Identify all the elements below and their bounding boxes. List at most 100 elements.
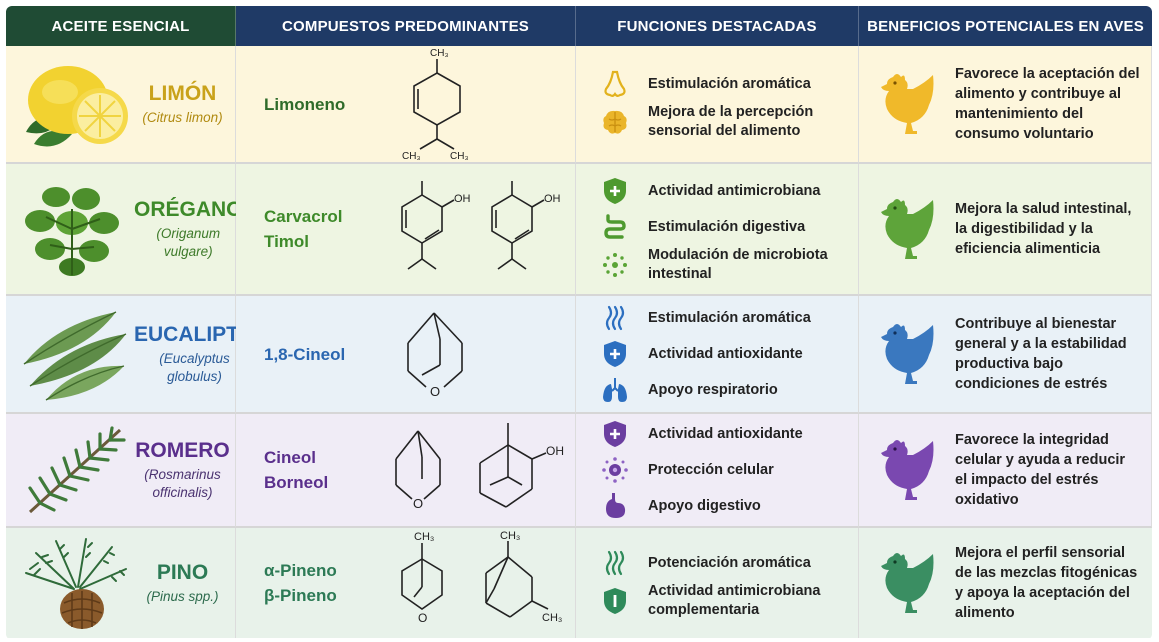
header-essential-oil: ACEITE ESENCIAL bbox=[6, 6, 236, 46]
hydroxyl-label: OH bbox=[544, 193, 561, 205]
oil-scientific-name: (Pinus spp.) bbox=[146, 588, 219, 604]
row-romero-compounds: Cineol Borneol bbox=[236, 414, 576, 528]
compound-list: α-Pineno β-Pineno bbox=[264, 558, 382, 608]
oil-scientific-name: (Eucalyptus globulus) bbox=[159, 350, 230, 384]
compound-name: Timol bbox=[264, 232, 310, 251]
function-item: Estimulación aromática bbox=[600, 67, 858, 101]
methyl-label: CH₃ bbox=[500, 530, 520, 542]
compound-name: β-Pineno bbox=[264, 586, 337, 605]
nose-icon bbox=[604, 70, 626, 97]
methyl-label: CH₃ bbox=[402, 151, 421, 162]
hydroxyl-label: OH bbox=[454, 193, 471, 205]
methyl-label: CH₃ bbox=[414, 531, 434, 543]
oil-scientific-name: (Rosmarinus officinalis) bbox=[144, 466, 221, 500]
microbiota-icon bbox=[603, 253, 627, 277]
function-item: Protección celular bbox=[600, 453, 858, 487]
shield-plus-icon bbox=[604, 341, 626, 367]
oil-name: EUCALIPTO bbox=[134, 322, 255, 346]
row-eucalipto-compounds: 1,8-Cineol O bbox=[236, 296, 576, 414]
shield-bar-icon bbox=[604, 588, 626, 614]
benefit-text: Favorece la integridad celular y ayuda a… bbox=[955, 432, 1126, 508]
rosemary-sprig-icon bbox=[28, 426, 126, 514]
row-oregano-oil: ORÉGANO (Origanum vulgare) bbox=[6, 164, 243, 296]
function-text: Actividad antioxidante bbox=[648, 345, 803, 362]
function-item: Actividad antimicrobiana bbox=[600, 174, 858, 208]
row-pino-benefit: Mejora el perfil sensorial de las mezcla… bbox=[859, 528, 1152, 638]
compound-name: α-Pineno bbox=[264, 561, 337, 580]
function-text: Apoyo respiratorio bbox=[648, 381, 778, 398]
oregano-icon bbox=[25, 187, 119, 276]
compound-name: 1,8-Cineol bbox=[264, 344, 346, 364]
function-text: Protección celular bbox=[648, 461, 774, 478]
function-text: Actividad antioxidante bbox=[648, 425, 803, 442]
compound-name: Carvacrol bbox=[264, 207, 343, 226]
function-text: Apoyo digestivo bbox=[648, 497, 761, 514]
hen-icon bbox=[881, 440, 934, 500]
row-romero-benefit: Favorece la integridad celular y ayuda a… bbox=[859, 414, 1152, 528]
benefit-text: Contribuye al bienestar general y a la e… bbox=[955, 316, 1127, 392]
function-text: Potenciación aromática bbox=[648, 554, 811, 571]
methyl-label: CH₃ bbox=[450, 151, 469, 162]
row-eucalipto-oil: EUCALIPTO (Eucalyptus globulus) bbox=[6, 296, 255, 414]
row-limon-oil: LIMÓN (Citrus limon) bbox=[6, 46, 236, 164]
function-item: Mejora de la percepción sensorial del al… bbox=[600, 103, 858, 141]
row-limon-compounds: Limoneno CH₃ CH₃ CH₃ bbox=[236, 46, 576, 164]
stomach-icon bbox=[606, 493, 626, 518]
function-text: Mejora de la percepción sensorial del al… bbox=[648, 104, 814, 139]
hen-icon bbox=[881, 553, 934, 613]
cineole-structure: O bbox=[407, 312, 463, 399]
function-text: Modulación de microbiota intestinal bbox=[648, 247, 828, 282]
function-item: Modulación de microbiota intestinal bbox=[600, 246, 858, 284]
function-text: Estimulación digestiva bbox=[648, 218, 806, 235]
function-text: Estimulación aromática bbox=[648, 309, 811, 326]
function-text: Actividad antimicrobiana bbox=[648, 182, 821, 199]
benefit-text: Mejora la salud intestinal, la digestibi… bbox=[955, 201, 1132, 257]
compound-name: Cineol bbox=[264, 448, 316, 467]
header-benefits: BENEFICIOS POTENCIALES EN AVES bbox=[859, 6, 1152, 46]
benefit-text: Favorece la aceptación del alimento y co… bbox=[955, 66, 1140, 142]
function-item: Estimulación digestiva bbox=[600, 210, 858, 244]
limonene-structure: CH₃ CH₃ CH₃ bbox=[402, 48, 469, 162]
compound-list: Cineol Borneol bbox=[264, 445, 382, 495]
compound-list: 1,8-Cineol bbox=[264, 342, 382, 367]
row-eucalipto-functions: Estimulación aromática Actividad antioxi… bbox=[576, 296, 859, 414]
function-item: Actividad antimicrobiana complementaria bbox=[600, 582, 858, 620]
compound-list: Carvacrol Timol bbox=[264, 204, 382, 254]
eucalyptus-leaves-icon bbox=[23, 311, 127, 401]
hen-icon bbox=[881, 324, 934, 384]
function-item: Actividad antioxidante bbox=[600, 417, 858, 451]
oil-scientific-name: (Citrus limon) bbox=[142, 109, 223, 125]
compound-list: Limoneno bbox=[264, 92, 382, 117]
header-functions: FUNCIONES DESTACADAS bbox=[576, 6, 859, 46]
row-oregano-compounds: Carvacrol Timol bbox=[236, 164, 576, 296]
pine-cone-icon bbox=[25, 538, 127, 629]
oil-name: ORÉGANO bbox=[134, 197, 243, 221]
row-romero-oil: ROMERO (Rosmarinus officinalis) bbox=[6, 414, 236, 528]
oxygen-label: O bbox=[413, 496, 423, 511]
oil-name: LIMÓN bbox=[148, 81, 217, 105]
carvacrol-thymol-structures: OH OH bbox=[401, 181, 561, 270]
function-text: Actividad antimicrobiana complementaria bbox=[648, 583, 821, 618]
oxygen-label: O bbox=[430, 384, 440, 399]
aroma-waves-icon bbox=[605, 305, 625, 331]
lungs-icon bbox=[603, 378, 627, 402]
oil-name: ROMERO bbox=[135, 438, 230, 462]
hen-icon bbox=[881, 199, 934, 259]
aroma-waves-icon bbox=[605, 550, 625, 576]
shield-plus-icon bbox=[604, 421, 626, 447]
hydroxyl-label: OH bbox=[546, 444, 564, 458]
lemon-icon bbox=[26, 66, 128, 147]
function-item: Apoyo respiratorio bbox=[600, 373, 858, 407]
oxygen-label: O bbox=[418, 611, 427, 625]
benefit-text: Mejora el perfil sensorial de las mezcla… bbox=[955, 545, 1138, 621]
function-item: Potenciación aromática bbox=[600, 546, 858, 580]
compound-name: Limoneno bbox=[264, 94, 346, 114]
cineole-borneol-structures: O OH bbox=[395, 423, 564, 511]
row-limon-functions: Estimulación aromática Mejora de la perc… bbox=[576, 46, 859, 164]
oil-scientific-name: (Origanum vulgare) bbox=[156, 225, 221, 259]
intestine-icon bbox=[604, 214, 626, 239]
function-item: Estimulación aromática bbox=[600, 301, 858, 335]
row-limon-benefit: Favorece la aceptación del alimento y co… bbox=[859, 46, 1152, 164]
row-pino-functions: Potenciación aromática Actividad antimic… bbox=[576, 528, 859, 638]
header-compounds: COMPUESTOS PREDOMINANTES bbox=[236, 6, 576, 46]
